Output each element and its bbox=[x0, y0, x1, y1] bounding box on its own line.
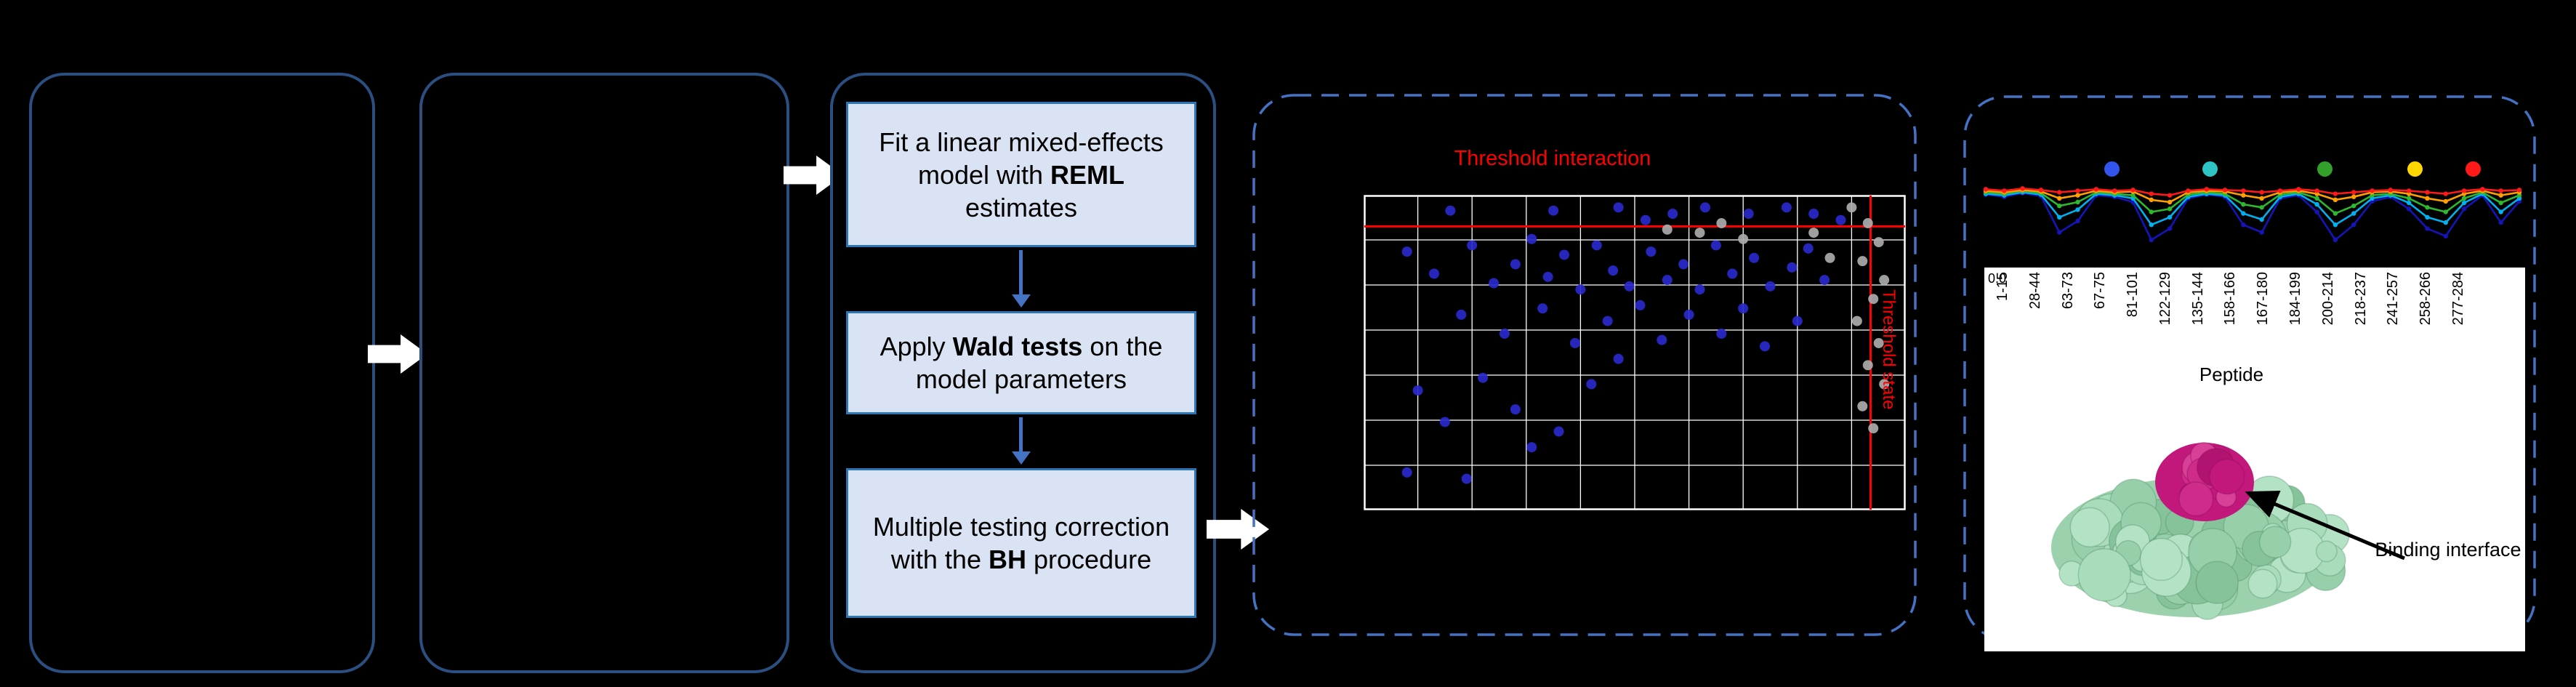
step-wald: Apply Wald tests on the model parameters bbox=[846, 311, 1196, 414]
step-reml-text: Fit a linear mixed-effects model with RE… bbox=[879, 126, 1164, 222]
peptide-tick: 81-101 bbox=[2125, 272, 2141, 318]
protein-structure bbox=[2051, 441, 2350, 620]
peptide-tick: 1-15 bbox=[1995, 272, 2011, 302]
timepoint-legend-dot bbox=[2202, 161, 2218, 177]
uptake-line-chart bbox=[1983, 186, 2522, 243]
peptide-tick: 122-129 bbox=[2157, 272, 2173, 326]
peptide-tick: 67-75 bbox=[2092, 272, 2109, 310]
timepoint-legend-dot bbox=[2407, 161, 2423, 177]
peptide-tick: 258-266 bbox=[2418, 272, 2434, 326]
timepoint-legend-dot bbox=[2317, 161, 2333, 177]
flow-arrow-1 bbox=[368, 334, 427, 374]
peptide-tick: 167-180 bbox=[2255, 272, 2271, 326]
experimental-design-box bbox=[29, 73, 375, 673]
csv-input-box: X CSV bbox=[419, 73, 1187, 673]
peptide-axis-label: Peptide bbox=[2199, 363, 2264, 385]
threshold-state-label: Threshold state bbox=[1879, 289, 1899, 410]
peptide-panel: 0.0 1-15 28-44 63-73 67-75 81-101 122-129 135-… bbox=[1984, 268, 2525, 651]
peptide-tick: 241-257 bbox=[2385, 272, 2402, 326]
step-wald-text: Apply Wald tests on the model parameters bbox=[880, 332, 1163, 394]
peptide-tick: 63-73 bbox=[2059, 272, 2076, 310]
timepoint-legend-dot bbox=[2104, 161, 2120, 177]
peptide-tick: 277-284 bbox=[2450, 272, 2466, 326]
step-arrow-1 bbox=[1019, 250, 1023, 295]
scatter-plot bbox=[1364, 195, 1906, 510]
step-bh: Multiple testing correction with the BH … bbox=[846, 468, 1196, 618]
timepoint-legend bbox=[1980, 161, 2525, 180]
peptide-tick: 135-144 bbox=[2189, 272, 2206, 326]
scatter-title: Threshold interaction bbox=[1454, 147, 1651, 170]
timepoint-legend-dot bbox=[2466, 161, 2481, 177]
step-arrow-2 bbox=[1019, 417, 1023, 452]
binding-arrow bbox=[2245, 490, 2405, 561]
peptide-tick: 184-199 bbox=[2287, 272, 2304, 326]
y-axis-tick: 0.0 bbox=[1988, 271, 2007, 286]
peptide-ticks: 1-15 28-44 63-73 67-75 81-101 122-129 135-144 1… bbox=[1995, 272, 2467, 355]
binding-interface-label: Binding interface bbox=[2375, 539, 2521, 561]
peptide-tick: 28-44 bbox=[2026, 272, 2043, 310]
results-detail-dashed-box bbox=[1963, 95, 2536, 640]
peptide-tick: 158-166 bbox=[2222, 272, 2239, 326]
peptide-tick: 218-237 bbox=[2352, 272, 2369, 326]
results-overview-dashed-box bbox=[1252, 94, 1917, 636]
peptide-tick: 200-214 bbox=[2319, 272, 2336, 326]
step-reml: Fit a linear mixed-effects model with RE… bbox=[846, 102, 1196, 247]
step-bh-text: Multiple testing correction with the BH … bbox=[872, 512, 1170, 574]
